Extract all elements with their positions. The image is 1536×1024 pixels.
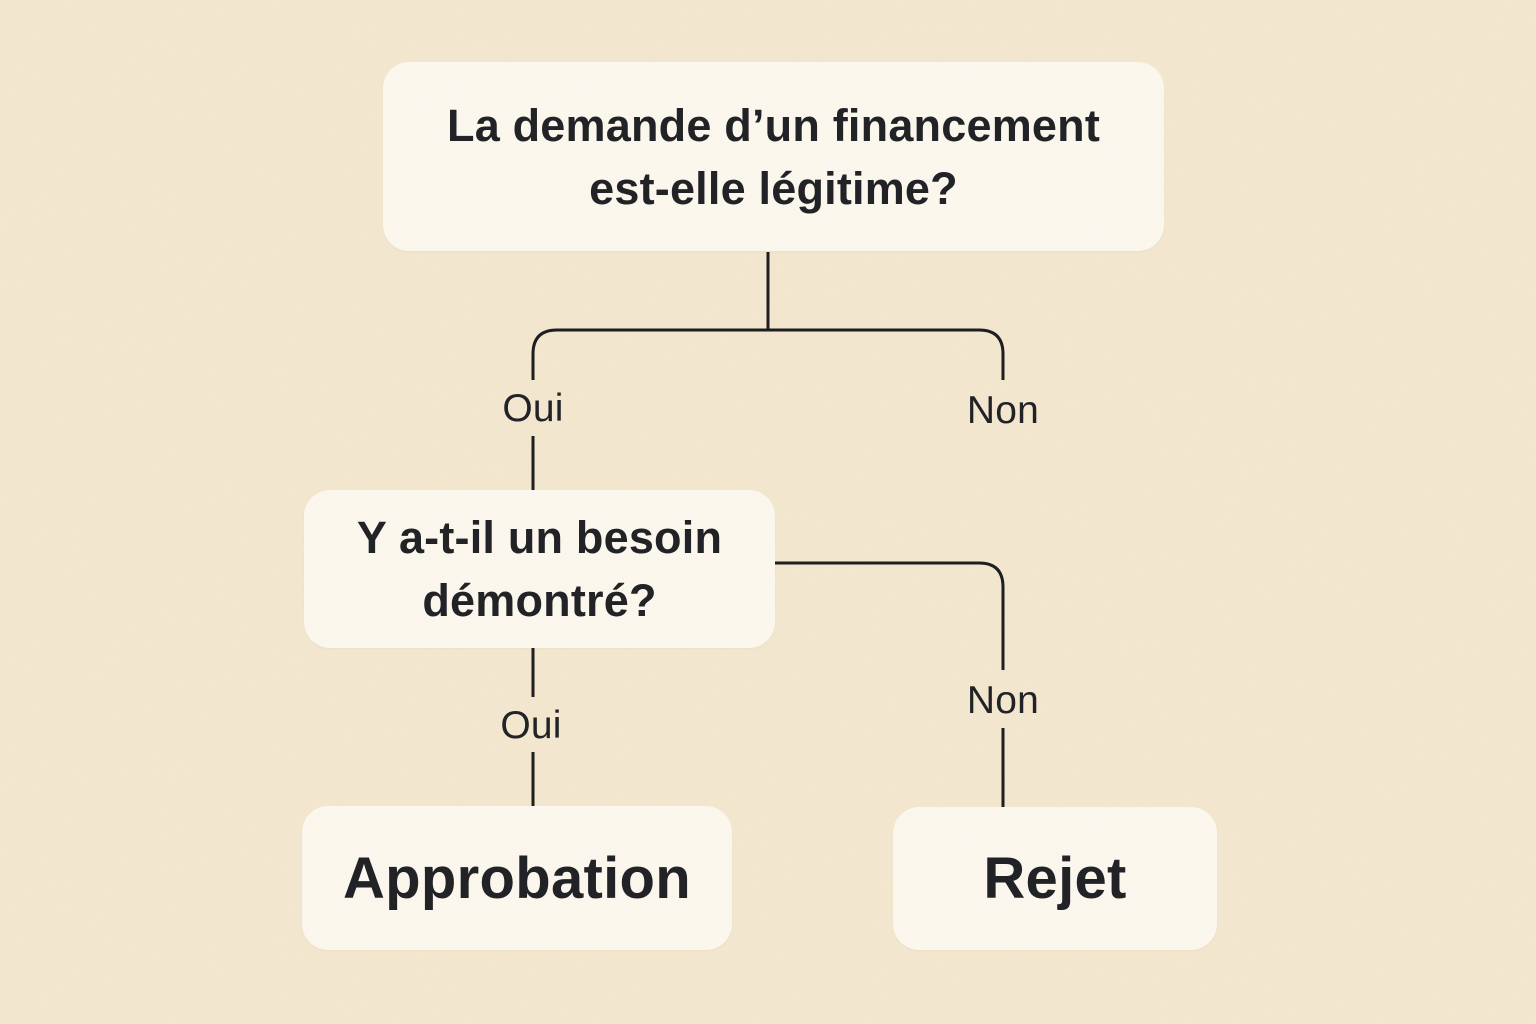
edge-need-no-upper bbox=[775, 561, 1005, 670]
edge-label-root-non: Non bbox=[966, 389, 1040, 432]
node-need-question: Y a-t-il un besoin démontré? bbox=[304, 490, 775, 648]
need-question-line2: démontré? bbox=[422, 575, 657, 626]
edge-root-yes-upper bbox=[531, 328, 768, 380]
need-question-line1: Y a-t-il un besoin bbox=[356, 512, 723, 563]
edge-label-need-non: Non bbox=[966, 679, 1040, 722]
root-question-line1: La demande d’un financement bbox=[447, 99, 1100, 151]
node-root-question: La demande d’un financement est-elle lég… bbox=[383, 62, 1164, 251]
node-rejet: Rejet bbox=[893, 807, 1217, 950]
root-question-line2: est-elle légitime? bbox=[589, 162, 958, 214]
node-approbation: Approbation bbox=[302, 806, 732, 950]
edge-label-need-oui: Oui bbox=[500, 704, 562, 747]
edge-root-no-upper bbox=[768, 328, 1005, 380]
edge-label-root-oui: Oui bbox=[502, 387, 564, 430]
